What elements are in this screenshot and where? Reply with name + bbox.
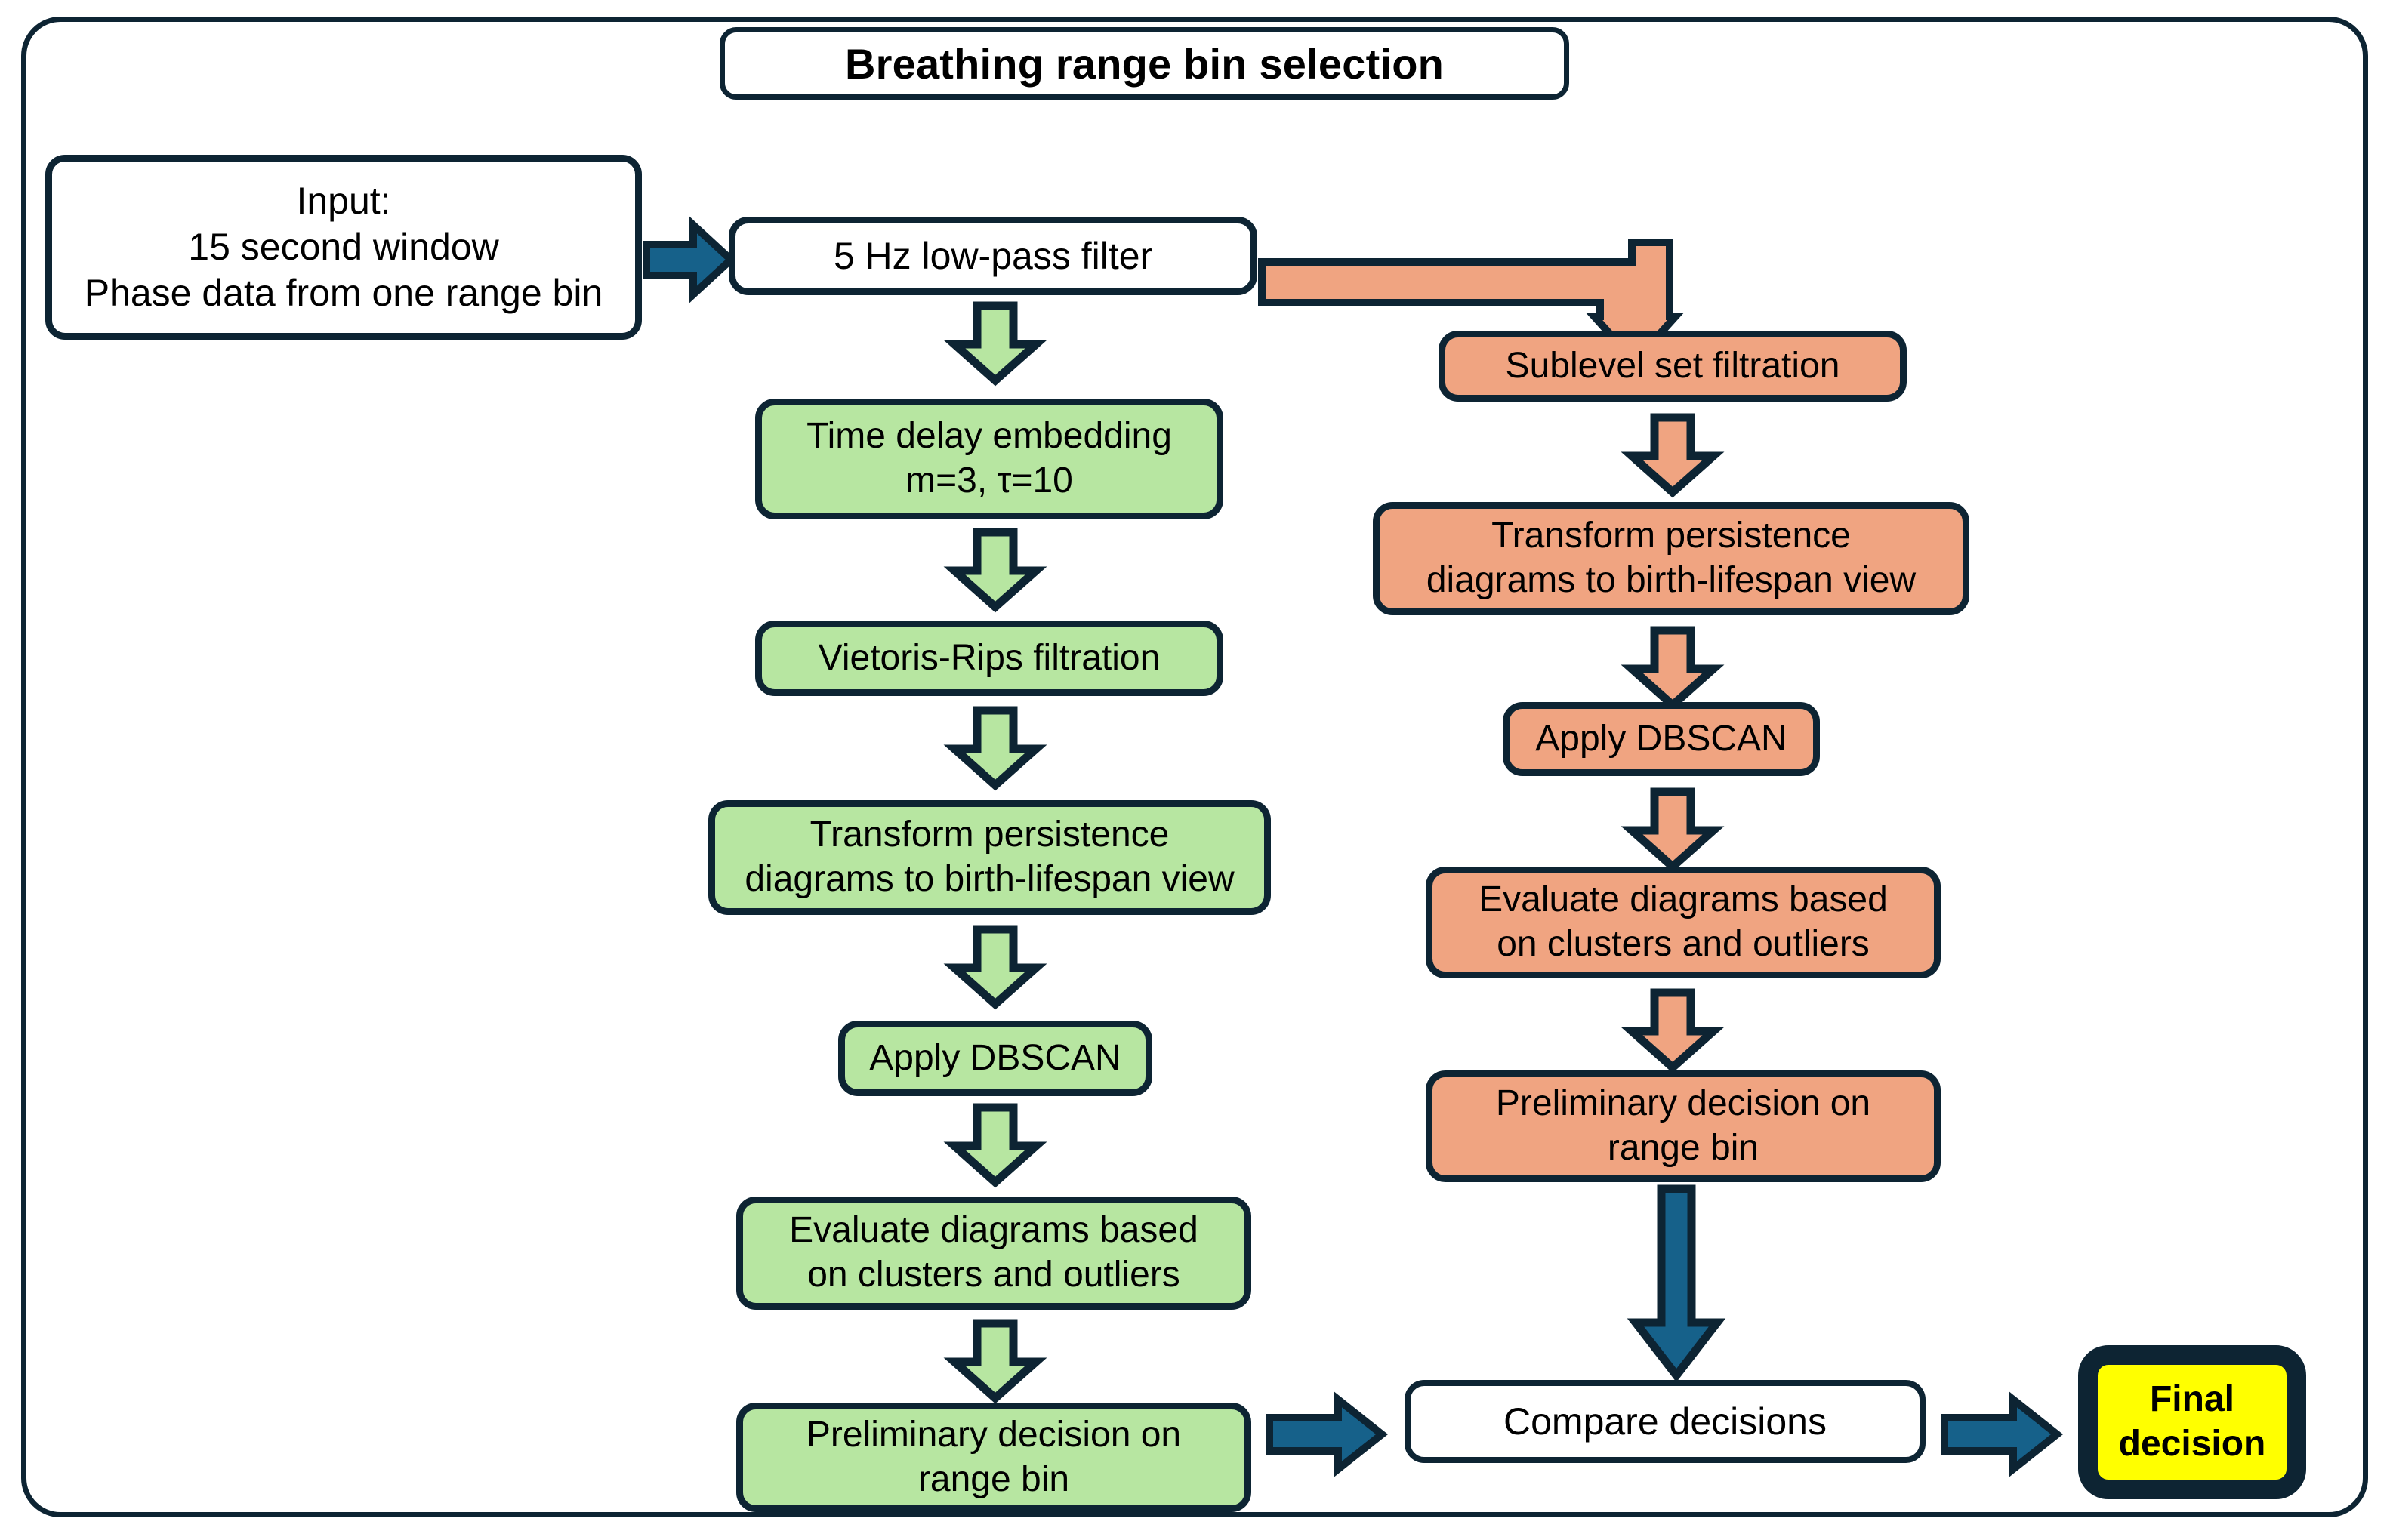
- node-compare-decisions-label: Compare decisions: [1503, 1400, 1827, 1443]
- arrow-orange-1: [1621, 413, 1725, 498]
- node-orange-transform-persistence-diagrams: Transform persistence diagrams to birth-…: [1373, 502, 1969, 615]
- node-input-line3: Phase data from one range bin: [84, 272, 603, 314]
- node-final-decision: Final decision: [2078, 1345, 2306, 1499]
- node-green-preliminary-decision-line2: range bin: [917, 1458, 1070, 1499]
- node-green-transform-persistence-diagrams-line2: diagrams to birth-lifespan view: [745, 859, 1235, 899]
- arrow-orange-4: [1621, 988, 1725, 1073]
- arrow-green-4: [943, 925, 1047, 1010]
- node-input-line1: Input:: [296, 180, 391, 222]
- arrow-green-3: [943, 706, 1047, 791]
- node-orange-preliminary-decision-line1: Preliminary decision on: [1495, 1083, 1871, 1124]
- node-green-transform-persistence-diagrams: Transform persistence diagrams to birth-…: [708, 800, 1271, 915]
- arrow-orange-3: [1621, 787, 1725, 873]
- arrow-green-5: [943, 1103, 1047, 1188]
- node-green-transform-persistence-diagrams-line1: Transform persistence: [809, 815, 1170, 855]
- arrow-compare-to-final: [1941, 1391, 2064, 1477]
- node-orange-preliminary-decision: Preliminary decision on range bin: [1426, 1070, 1941, 1182]
- arrow-green-2: [943, 528, 1047, 613]
- node-green-preliminary-decision-line1: Preliminary decision on: [806, 1414, 1182, 1455]
- node-green-apply-dbscan: Apply DBSCAN: [838, 1021, 1152, 1096]
- node-compare-decisions: Compare decisions: [1405, 1380, 1926, 1463]
- node-orange-sublevel-set-filtration: Sublevel set filtration: [1439, 331, 1907, 402]
- node-green-evaluate-diagrams-line1: Evaluate diagrams based: [789, 1210, 1198, 1251]
- node-orange-transform-persistence-diagrams-line2: diagrams to birth-lifespan view: [1426, 560, 1917, 600]
- node-green-vietoris-rips-filtration: Vietoris-Rips filtration: [755, 621, 1223, 696]
- node-low-pass-filter-label: 5 Hz low-pass filter: [833, 234, 1153, 277]
- page-title: Breathing range bin selection: [720, 27, 1569, 100]
- arrow-green-branch-to-compare: [1266, 1391, 1389, 1477]
- node-orange-transform-persistence-diagrams-line1: Transform persistence: [1491, 516, 1851, 556]
- node-orange-preliminary-decision-line2: range bin: [1607, 1128, 1759, 1168]
- node-input: Input: 15 second window Phase data from …: [45, 155, 642, 340]
- node-orange-apply-dbscan: Apply DBSCAN: [1503, 702, 1820, 776]
- arrow-orange-branch-to-compare: [1627, 1184, 1726, 1383]
- arrow-input-to-filter: [643, 216, 737, 303]
- node-green-apply-dbscan-label: Apply DBSCAN: [869, 1037, 1121, 1078]
- arrow-orange-2: [1621, 626, 1725, 711]
- node-green-evaluate-diagrams-line2: on clusters and outliers: [807, 1255, 1180, 1295]
- node-orange-evaluate-diagrams-line1: Evaluate diagrams based: [1479, 879, 1888, 920]
- node-green-time-delay-embedding: Time delay embedding m=3, τ=10: [755, 399, 1223, 519]
- node-orange-apply-dbscan-label: Apply DBSCAN: [1535, 718, 1787, 759]
- node-final-decision-line2: decision: [2118, 1424, 2266, 1464]
- node-green-time-delay-embedding-line1: Time delay embedding: [806, 416, 1172, 457]
- node-orange-evaluate-diagrams: Evaluate diagrams based on clusters and …: [1426, 867, 1941, 978]
- node-green-preliminary-decision: Preliminary decision on range bin: [736, 1403, 1251, 1512]
- node-green-time-delay-embedding-line2: m=3, τ=10: [905, 460, 1073, 500]
- node-green-evaluate-diagrams: Evaluate diagrams based on clusters and …: [736, 1197, 1251, 1310]
- node-low-pass-filter: 5 Hz low-pass filter: [729, 217, 1257, 295]
- arrow-green-1: [943, 301, 1047, 387]
- node-input-line2: 15 second window: [188, 226, 499, 268]
- node-orange-evaluate-diagrams-line2: on clusters and outliers: [1497, 924, 1870, 964]
- arrow-green-6: [943, 1319, 1047, 1404]
- node-green-vietoris-rips-filtration-label: Vietoris-Rips filtration: [818, 637, 1161, 678]
- node-final-decision-line1: Final: [2149, 1379, 2234, 1420]
- node-orange-sublevel-set-filtration-label: Sublevel set filtration: [1505, 345, 1840, 386]
